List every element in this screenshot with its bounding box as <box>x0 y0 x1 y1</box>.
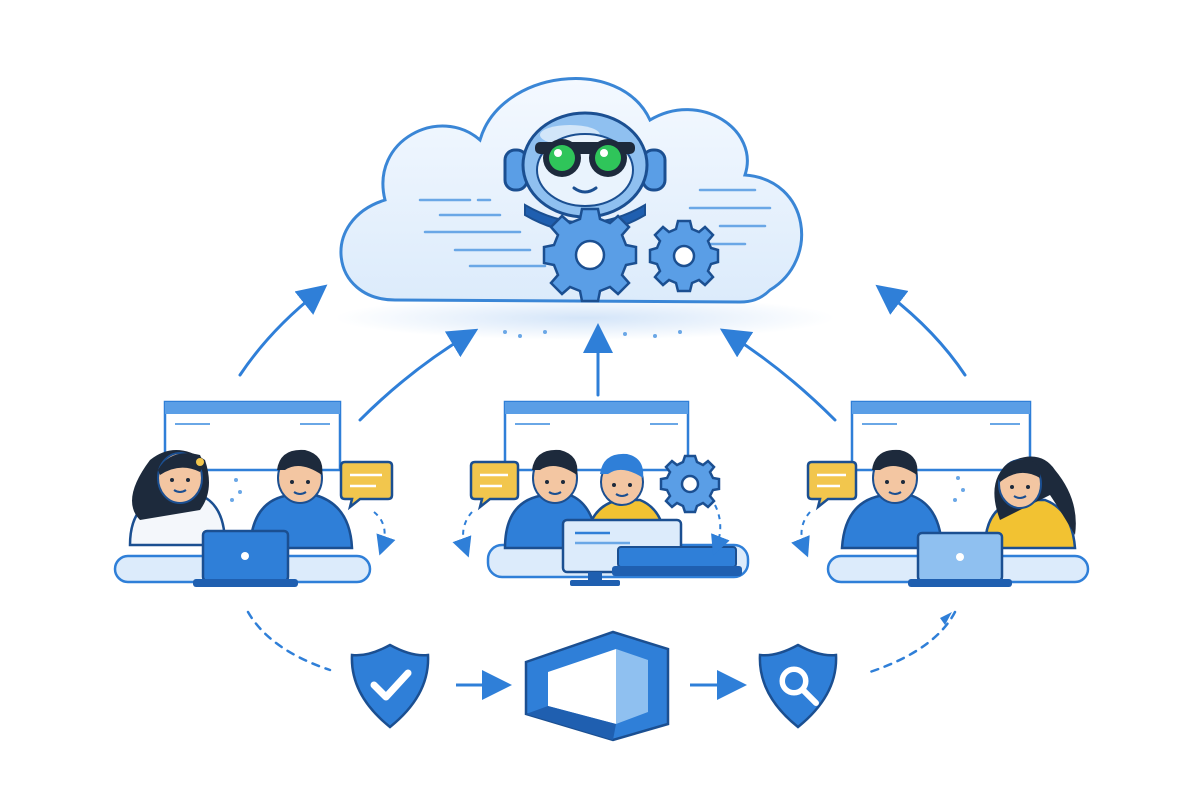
motion-lines <box>418 188 772 268</box>
chat-bubble-icon <box>469 460 520 511</box>
azure-devops-logo-icon <box>524 630 670 742</box>
chat-bubble-icon <box>806 460 858 511</box>
shield-magnifier-icon <box>758 643 838 729</box>
laptop-icon <box>908 531 1012 587</box>
gear-icon <box>659 454 721 514</box>
shield-check-icon <box>350 643 430 729</box>
gear-icon <box>542 207 638 303</box>
person-woman <box>983 456 1077 550</box>
chat-bubble-icon <box>339 460 394 511</box>
sync-dots <box>503 330 682 338</box>
robot-head-icon <box>503 111 667 234</box>
team-center <box>452 400 750 586</box>
person-woman <box>128 450 227 547</box>
person-man <box>840 449 944 550</box>
laptop-icon <box>193 529 298 587</box>
pipeline-loop <box>246 610 957 674</box>
team-right <box>791 400 1090 587</box>
robot-goggles <box>535 139 635 177</box>
team-left <box>113 400 396 587</box>
upload-arrows <box>238 284 967 422</box>
gear-icon <box>648 219 720 293</box>
browser-window-icon <box>503 400 690 472</box>
